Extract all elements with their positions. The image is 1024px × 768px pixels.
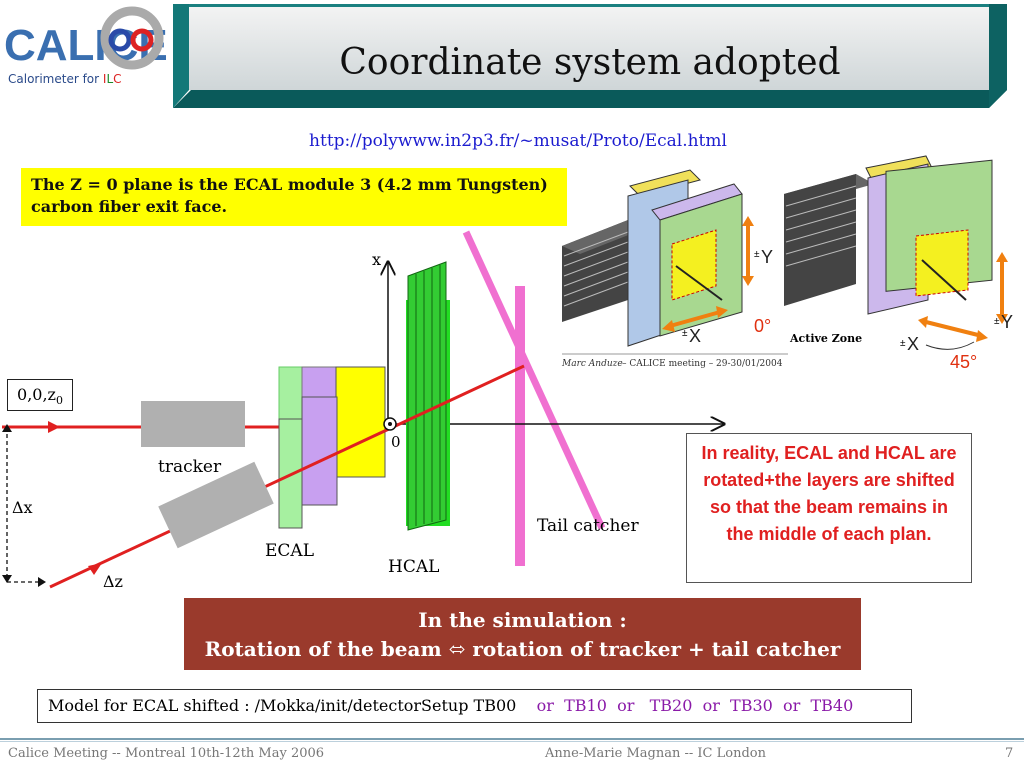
tracker-rotated [158,461,274,549]
reference-link[interactable]: http://polywww.in2p3.fr/~musat/Proto/Eca… [309,131,727,151]
model-option: TB30 [730,696,773,715]
logo-graphic: CALICE [4,6,168,70]
ecal-module-yellow [335,366,386,478]
or-label: or [536,696,554,715]
y-label-0: Y [761,247,773,267]
photo-credit-name: Marc Anduze [561,359,623,369]
model-option: TB20 [649,696,693,715]
beam-arrow-icon [48,421,60,433]
delta-z-arrow-icon [38,577,46,587]
reality-note: In reality, ECAL and HCAL are rotated+th… [686,433,972,583]
model-box: Model for ECAL shifted : /Mokka/init/det… [37,689,912,723]
angle-0-label: 0° [754,316,771,336]
arrow-head-icon [996,252,1008,262]
pm-y-45: ± [994,316,1000,327]
simulation-box: In the simulation : Rotation of the beam… [184,598,861,670]
or-label: or [617,696,635,715]
model-text: Model for ECAL shifted : /Mokka/init/det… [48,696,517,715]
angle-arc-icon [925,341,975,350]
ecal-front-purple [301,396,338,506]
module-45deg [784,155,993,315]
simulation-line1: In the simulation : [418,608,627,632]
page-number: 7 [1005,746,1014,761]
title-bar [173,4,1007,108]
arrow-head-icon [742,276,754,286]
arrow-head-icon [662,320,675,332]
y-label-45: Y [1001,312,1013,332]
hcal-layers [407,261,447,531]
pm-x-45: ± [900,338,906,349]
footer-meeting: Calice Meeting -- Montreal 10th-12th May… [8,746,325,761]
footer-divider-thin [0,741,1024,742]
active-zone-label: Active Zone [789,332,862,345]
delta-z-label: Δz [103,572,123,591]
or-label: or [702,696,720,715]
pm-y-0: ± [754,249,760,260]
or-label: or [783,696,801,715]
arrow-head-icon [716,306,728,318]
z0-plane-note: The Z = 0 plane is the ECAL module 3 (4.… [21,168,567,226]
x-arrow-icon [669,310,721,328]
simulation-line2: Rotation of the beam ⬄ rotation of track… [204,637,841,661]
pm-x-0: ± [682,328,688,339]
x-label-45: X [907,334,919,354]
module-photo: ± Y ± X 0° Active Zone ± Y ± X 45° Marc … [561,155,1013,372]
arrow-head-icon [918,316,928,328]
calice-logo: CALICE [0,0,170,100]
origin-coordinates-box: 0,0,z0 [7,379,73,411]
delta-x-arrow-down-icon [2,575,12,583]
delta-x-arrow-up-icon [2,424,12,432]
model-option: TB10 [564,696,607,715]
arrow-head-icon [976,330,988,342]
rotated-beam-line [49,364,525,589]
rotated-beam-arrow-icon [88,563,102,575]
tail-catcher-rotated [462,230,606,530]
page-title: Coordinate system adopted [339,42,841,83]
x-axis-label: x [372,250,381,269]
model-option: TB40 [810,696,854,715]
tail-catcher-bar [515,286,525,566]
origin-zero-label: 0 [391,433,401,451]
delta-x-label: Δx [12,498,33,517]
x-arrow-icon [925,320,983,338]
tracker-block [141,401,245,447]
footer-divider [0,738,1024,740]
arrow-head-icon [742,216,754,226]
arrow-head-icon [996,314,1008,324]
ecal-label: ECAL [265,541,314,561]
hcal-label: HCAL [388,557,439,577]
tail-catcher-label: Tail catcher [537,516,639,536]
photo-credit: – CALICE meeting – 29-30/01/2004 [622,359,783,369]
x-label-0: X [689,326,701,346]
logo-tagline: Calorimeter for ILC [8,72,122,86]
angle-45-label: 45° [950,352,977,372]
module-0deg [562,169,743,347]
tracker-label: tracker [158,457,222,477]
footer-author: Anne-Marie Magnan -- IC London [545,746,766,761]
origin-dot [388,422,392,426]
